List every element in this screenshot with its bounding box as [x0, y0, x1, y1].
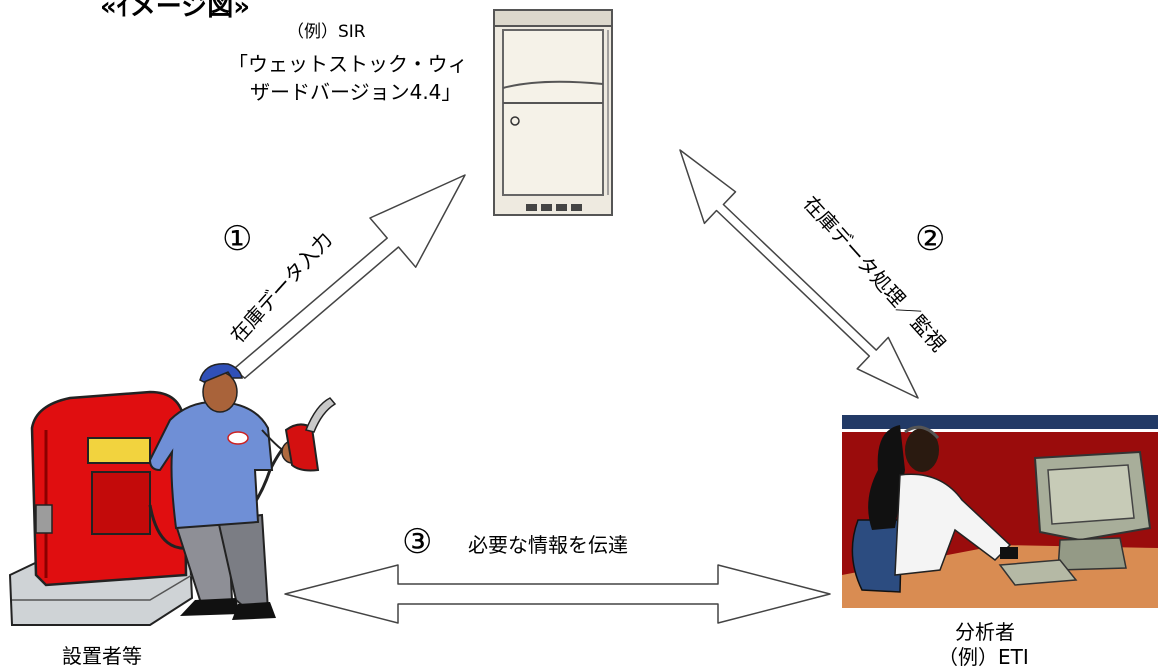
step3-label: 必要な情報を伝達: [468, 533, 628, 557]
analyst-label: 分析者: [955, 620, 1015, 644]
server-icon: [493, 9, 613, 216]
step3-number: ③: [402, 522, 433, 562]
server-name-line2: ザードバージョン4.4」: [250, 80, 462, 104]
server-example-label: （例）SIR: [287, 22, 366, 42]
step2-number: ②: [915, 219, 946, 259]
arrow-process-monitor: [679, 149, 919, 399]
arrow-share-info: [284, 564, 831, 624]
diagram-title: «ｲメージ図»: [100, 0, 251, 22]
analyst-example-label: （例）ETI: [938, 645, 1029, 669]
analyst-illustration: [842, 415, 1158, 608]
fuel-attendant-illustration: [8, 363, 337, 626]
server-name-line1: 「ウェットストック・ウィ: [228, 52, 468, 76]
step1-number: ①: [222, 219, 253, 259]
installer-label: 設置者等: [62, 644, 142, 668]
arrow-input-data: [232, 174, 466, 379]
